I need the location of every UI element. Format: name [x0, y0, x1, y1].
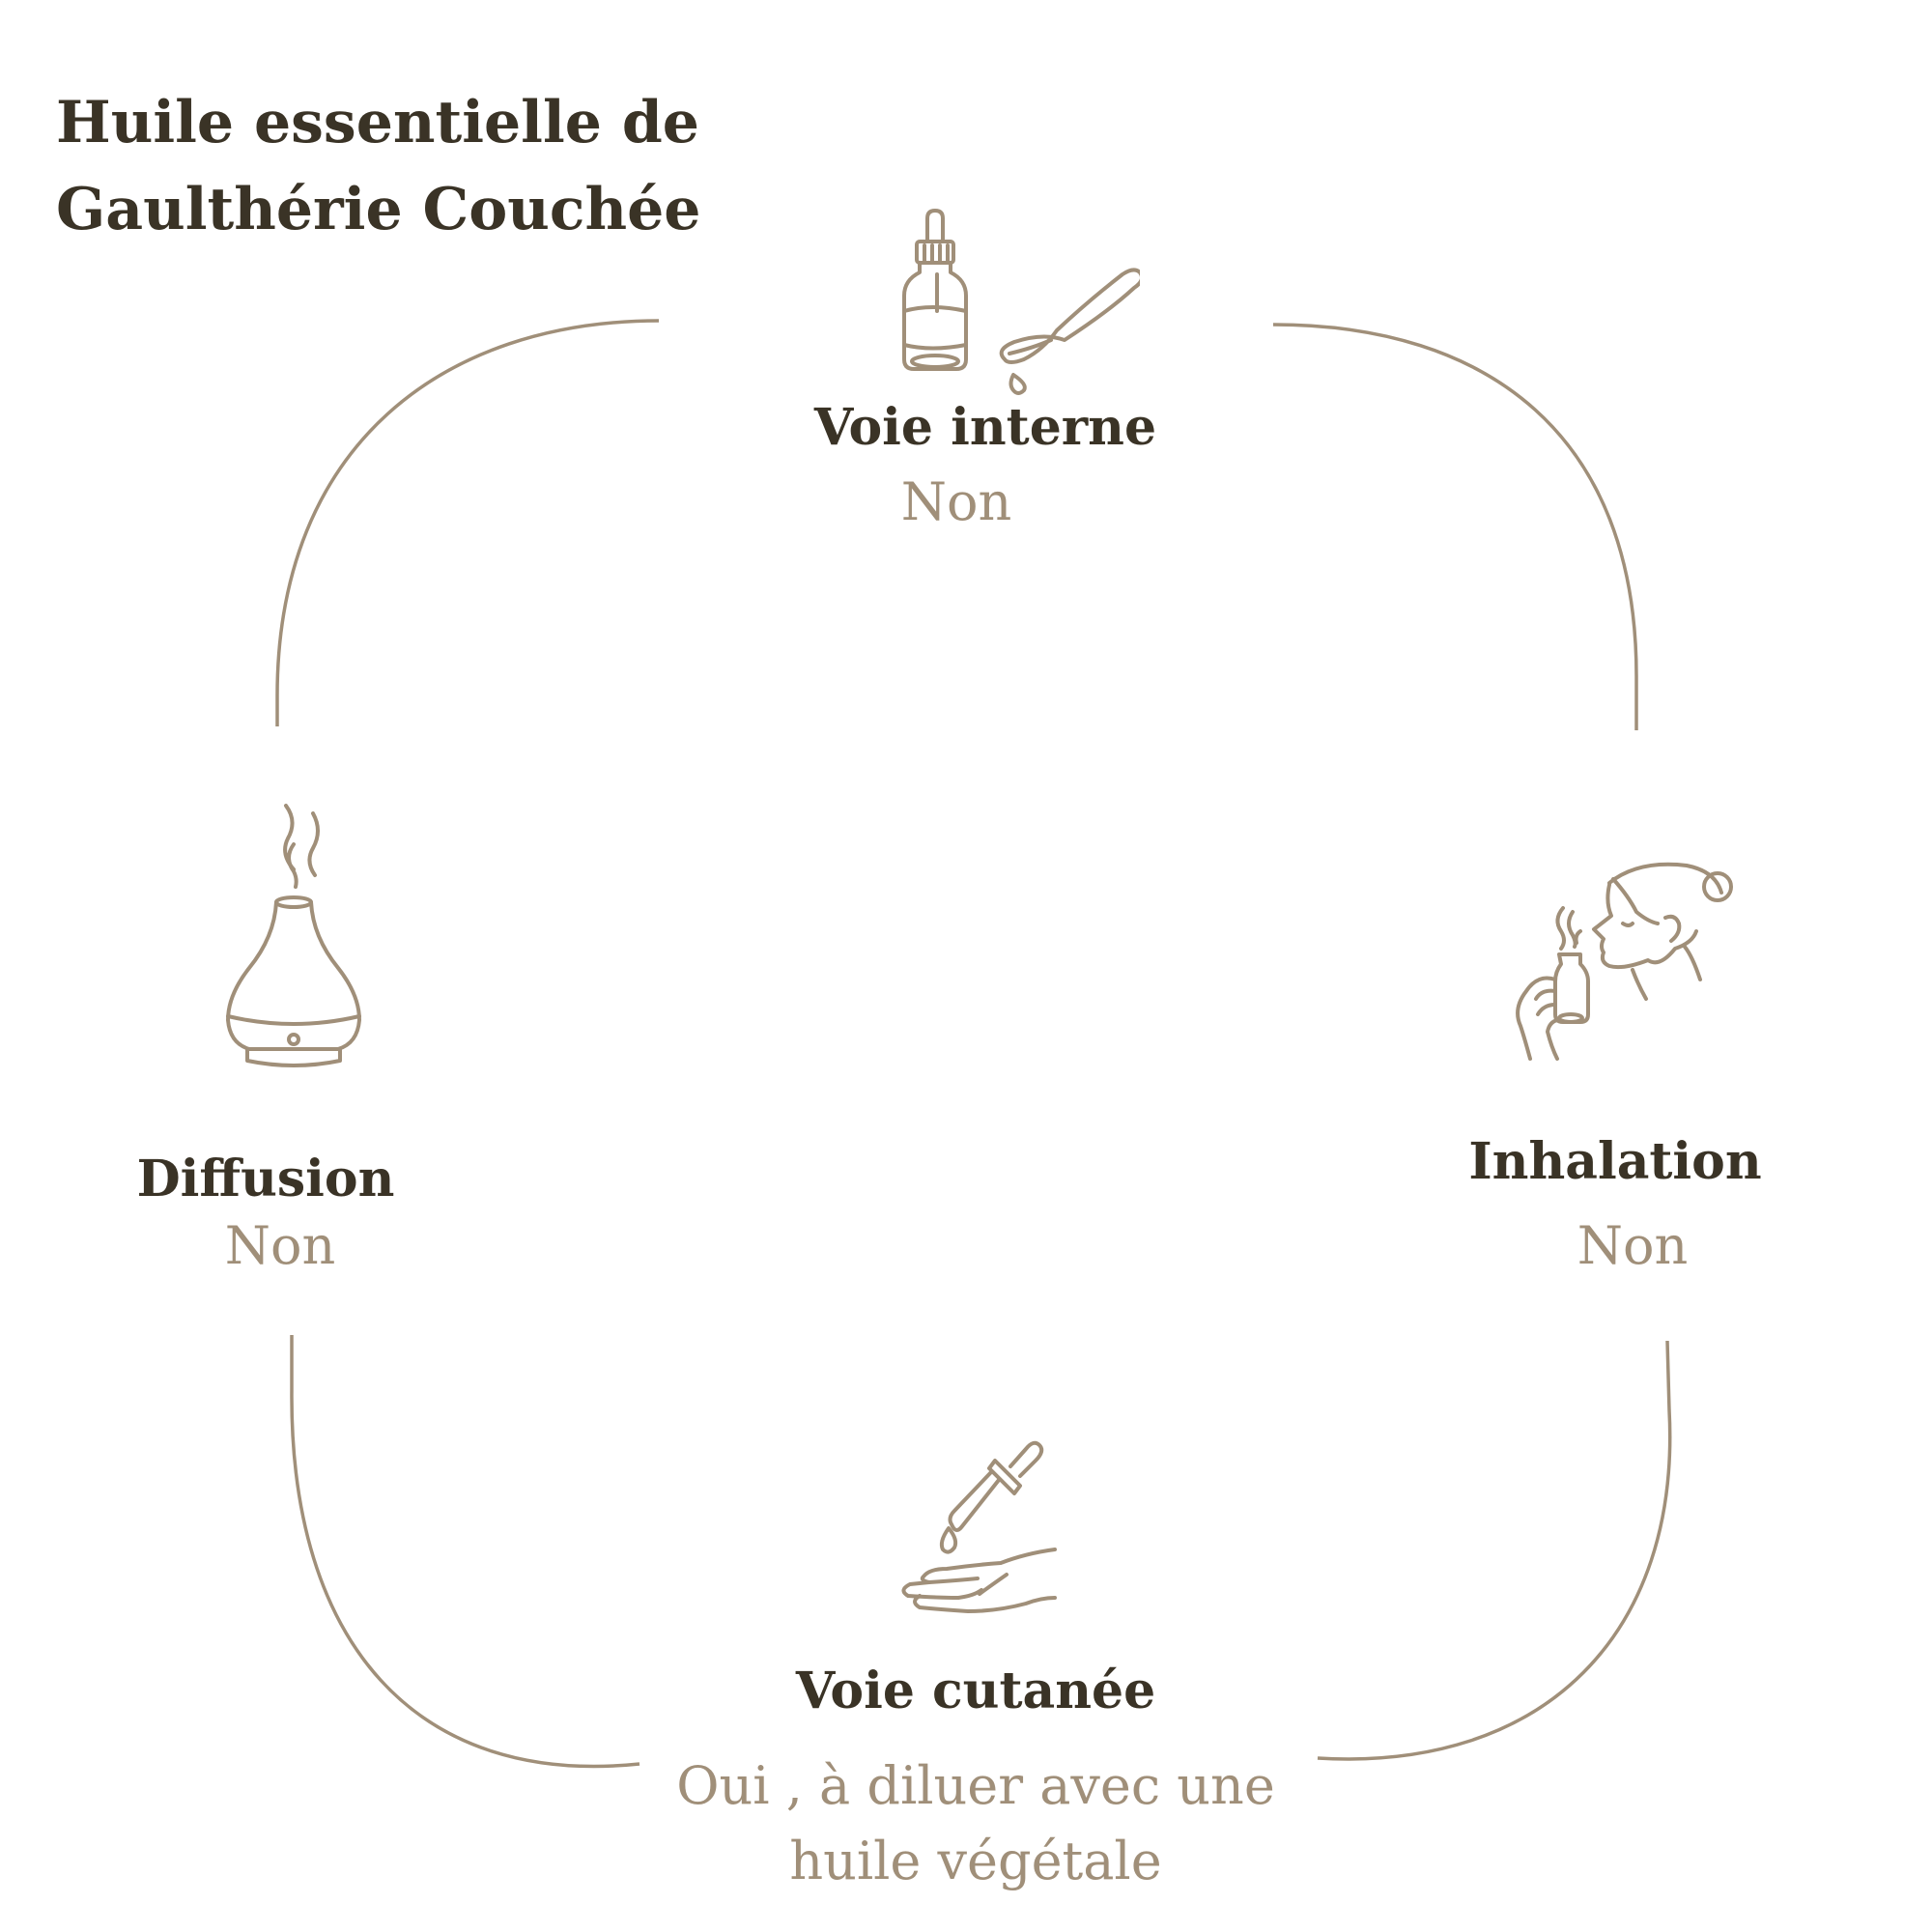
title-line-1: Huile essentielle de	[56, 89, 699, 156]
page-title: Huile essentielle de Gaulthérie Couchée	[56, 79, 700, 253]
usage-label-voie-interne: Voie interne	[813, 398, 1157, 457]
usage-label-voie-cutanee: Voie cutanée	[795, 1662, 1156, 1720]
usage-value-voie-interne: Non	[900, 471, 1012, 532]
usage-label-inhalation: Inhalation	[1468, 1132, 1762, 1191]
arc-bottom-left	[290, 1335, 640, 1769]
arc-top-left	[275, 319, 660, 726]
usage-label-diffusion: Diffusion	[136, 1150, 395, 1208]
person-smelling-bottle-icon	[1516, 862, 1733, 1061]
arc-top-right	[1272, 323, 1638, 730]
usage-value-voie-cutanee: Oui , à diluer avec une huile végétale	[638, 1748, 1314, 1899]
usage-value-inhalation: Non	[1577, 1215, 1689, 1276]
diffuser-icon	[226, 804, 361, 1067]
title-line-2: Gaulthérie Couchée	[56, 176, 701, 243]
usage-value-voie-cutanee-line-2: huile végétale	[789, 1831, 1162, 1891]
arc-bottom-right	[1317, 1340, 1672, 1761]
usage-value-diffusion: Non	[224, 1215, 336, 1276]
dropper-bottle-and-spoon-icon	[902, 209, 1140, 395]
dropper-on-hand-icon	[901, 1440, 1057, 1613]
usage-value-voie-cutanee-line-1: Oui , à diluer avec une	[676, 1755, 1275, 1816]
